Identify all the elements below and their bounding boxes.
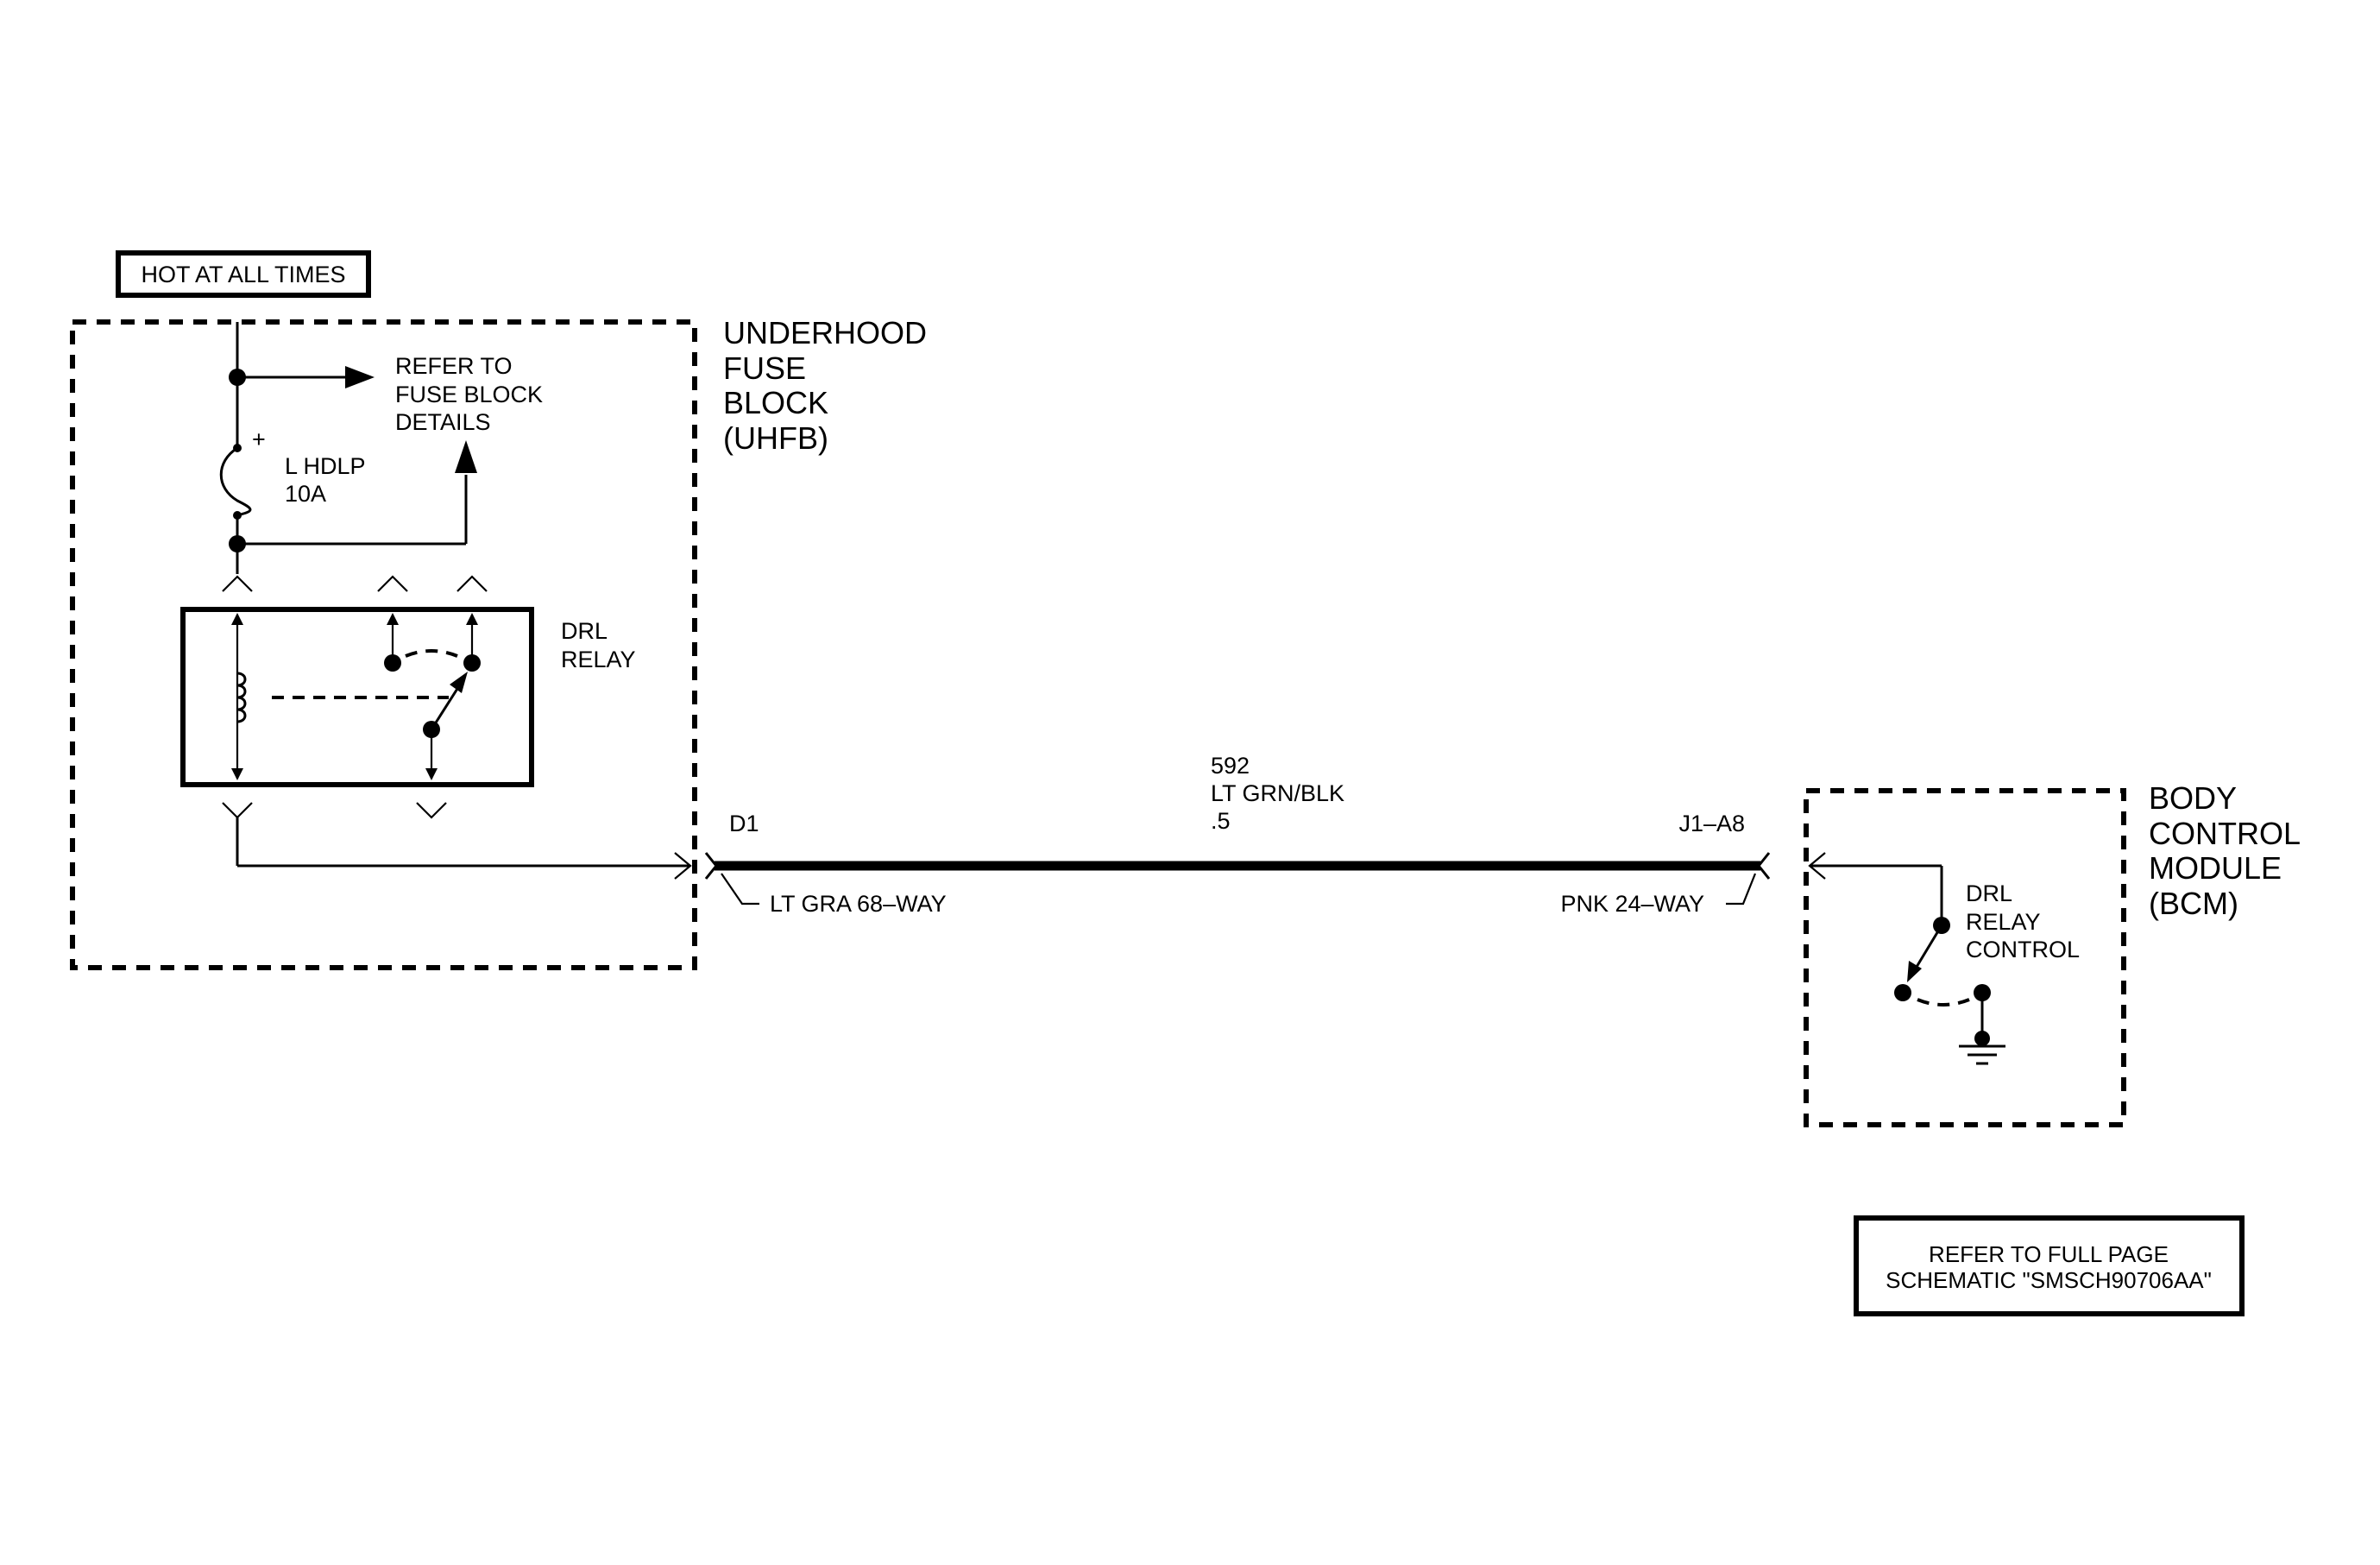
drl-relay-line-2: RELAY: [561, 647, 636, 672]
fuse-polarity: +: [252, 426, 266, 452]
wire-gauge: .5: [1211, 808, 1231, 834]
relay-contact-nc: [384, 654, 401, 672]
uhfb-title: UNDERHOOD FUSE BLOCK (UHFB): [723, 315, 927, 456]
uhfb-title-line-2: FUSE: [723, 350, 806, 386]
refer-full-page-box: REFER TO FULL PAGE SCHEMATIC "SMSCH90706…: [1854, 1215, 2245, 1316]
refer-full-line-2: SCHEMATIC "SMSCH90706AA": [1886, 1267, 2212, 1293]
relay-contact-no: [463, 654, 481, 672]
left-connector-leader: [721, 873, 759, 906]
refer-arrow-up: [455, 440, 477, 473]
bcm-switch: [1808, 852, 1991, 1040]
circuit-592-wire: [704, 852, 1771, 880]
relay-pin-chevron-3: [456, 575, 488, 592]
right-pin-label: J1–A8: [1678, 811, 1745, 836]
refer-fuse-line-2: FUSE BLOCK: [395, 382, 543, 407]
refer-arrow-right: [345, 366, 375, 388]
bcm-title-line-2: CONTROL: [2149, 816, 2301, 851]
fuse-symbol: [219, 444, 252, 544]
bcm-contact-bottom: [1894, 984, 1911, 1001]
bcm-control-line-3: CONTROL: [1966, 937, 2080, 962]
relay-switch: [384, 613, 481, 780]
uhfb-title-line-3: BLOCK: [723, 385, 828, 420]
right-connector-label: PNK 24–WAY: [1560, 891, 1704, 917]
bcm-title-line-1: BODY: [2149, 780, 2237, 816]
bcm-control-line-1: DRL: [1966, 880, 2012, 906]
relay-pin-chevron-5: [416, 802, 447, 819]
drl-relay-line-1: DRL: [561, 618, 608, 644]
ground-icon: [1959, 1031, 2005, 1065]
relay-output-wire: [236, 817, 692, 880]
wire-color: LT GRN/BLK: [1211, 780, 1344, 806]
bcm-control-line-2: RELAY: [1966, 909, 2041, 935]
refer-fuse-line-1: REFER TO: [395, 353, 513, 379]
bcm-title-line-3: MODULE: [2149, 850, 2282, 886]
relay-coil: [231, 613, 449, 780]
fuse-rating: 10A: [285, 481, 326, 507]
fuse-name: L HDLP: [285, 453, 366, 479]
uhfb-frame: [70, 319, 697, 970]
relay-pin-chevron-1: [222, 575, 253, 592]
relay-pin-chevron-4: [222, 802, 253, 819]
refer-fuse-line-3: DETAILS: [395, 409, 491, 435]
left-pin-label: D1: [729, 811, 759, 836]
bcm-title-line-4: (BCM): [2149, 886, 2238, 921]
refer-full-line-1: REFER TO FULL PAGE: [1929, 1241, 2169, 1267]
uhfb-title-line-1: UNDERHOOD: [723, 315, 927, 350]
uhfb-title-line-4: (UHFB): [723, 420, 828, 456]
hot-at-all-times-label: HOT AT ALL TIMES: [141, 262, 345, 287]
wire-circuit-number: 592: [1211, 753, 1250, 779]
fuse-output: [229, 440, 477, 574]
bcm-frame: [1804, 788, 2126, 1127]
hot-at-all-times-box: HOT AT ALL TIMES: [116, 250, 371, 298]
relay-pin-chevron-2: [377, 575, 408, 592]
right-connector-leader: [1726, 873, 1757, 906]
drl-relay-box: [180, 607, 534, 787]
feed-circuit: [229, 322, 375, 448]
left-connector-label: LT GRA 68–WAY: [770, 891, 947, 917]
